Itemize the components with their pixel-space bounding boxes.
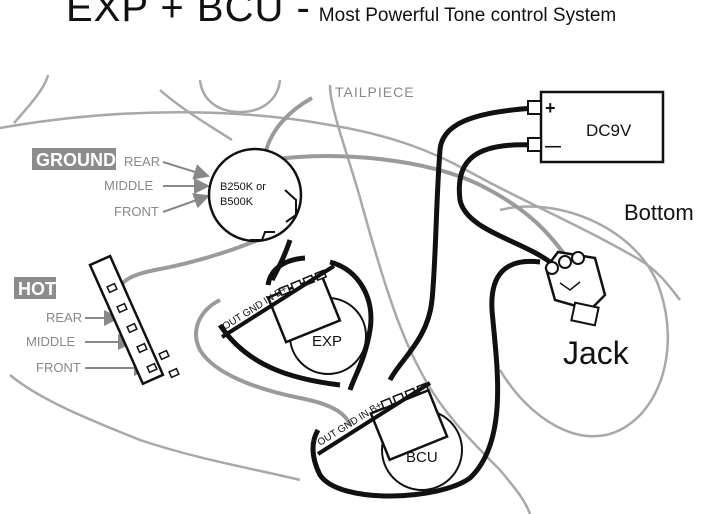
ground-label: GROUND <box>36 150 116 170</box>
bcu-label: BCU <box>406 449 438 466</box>
pot-value-line2: B500K <box>220 196 254 208</box>
tailpiece-label: TAILPIECE <box>335 84 415 100</box>
volume-pot: B250K or B500K <box>207 147 303 243</box>
bcu-module: OUT GND IN B+ BCU <box>316 381 463 491</box>
pot-value-line1: B250K or <box>220 181 266 193</box>
hot-tag: HOT <box>14 277 56 299</box>
exp-module: OUT GND IN B+ EXP <box>221 264 367 375</box>
hot-rear-label: REAR <box>46 310 82 325</box>
battery-minus-label: — <box>545 138 561 155</box>
hot-label: HOT <box>18 279 56 299</box>
ground-inputs: REAR MIDDLE FRONT <box>104 154 210 219</box>
gray-wires <box>118 96 567 426</box>
hot-inputs: REAR MIDDLE FRONT <box>26 310 150 376</box>
black-wires <box>217 105 552 499</box>
battery-dc9v: + — DC9V <box>527 90 665 164</box>
ground-front-label: FRONT <box>114 204 159 219</box>
ground-rear-label: REAR <box>124 154 160 169</box>
diagram-title: EXP + BCU - Most Powerful Tone control Sy… <box>66 0 616 31</box>
selector-switch <box>88 254 180 386</box>
battery-plus-label: + <box>545 98 556 118</box>
ground-middle-label: MIDDLE <box>104 178 153 193</box>
bottom-label: Bottom <box>624 200 694 225</box>
jack-label: Jack <box>563 335 630 371</box>
output-jack: Jack <box>544 250 630 371</box>
battery-label: DC9V <box>586 121 632 140</box>
hot-front-label: FRONT <box>36 360 81 375</box>
title-main: EXP + BCU - <box>66 0 311 30</box>
hot-middle-label: MIDDLE <box>26 334 75 349</box>
ground-tag: GROUND <box>32 148 116 170</box>
exp-label: EXP <box>312 333 342 350</box>
title-sub: Most Powerful Tone control System <box>318 5 617 26</box>
